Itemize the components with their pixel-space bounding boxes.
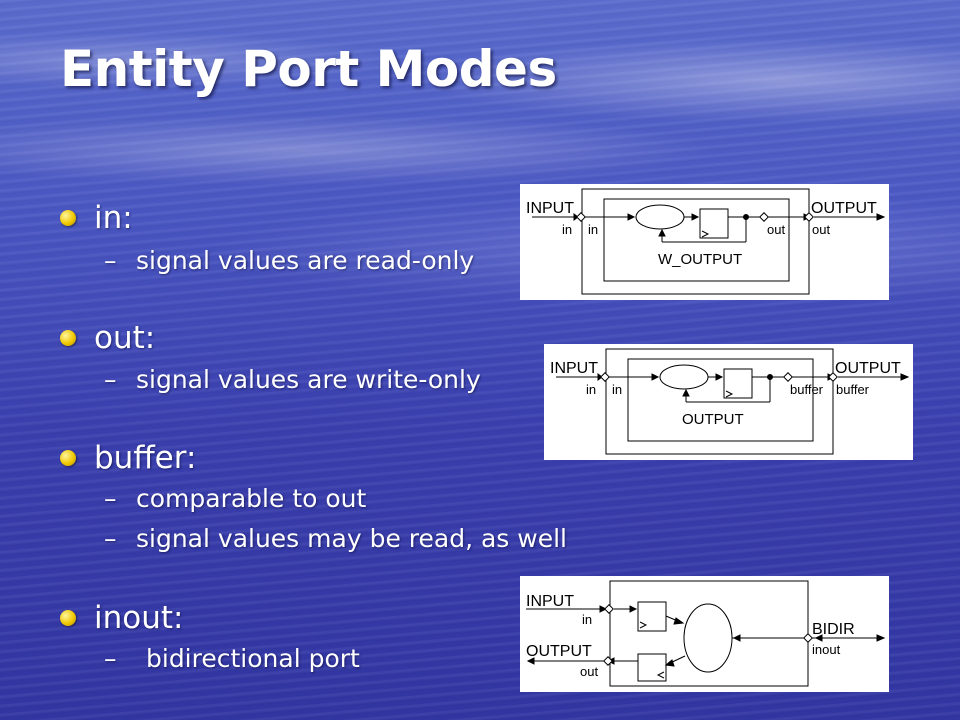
right-port-label: inout bbox=[812, 642, 841, 657]
left-port-label: in bbox=[562, 222, 572, 237]
port-diamond-icon bbox=[604, 604, 614, 614]
bullet-inout: inout: bbox=[60, 600, 183, 636]
dash-glyph: – bbox=[104, 246, 117, 275]
sub-bullet: –signal values may be read, as well bbox=[104, 524, 567, 553]
left-label: INPUT bbox=[526, 200, 574, 217]
bullet-dot-icon bbox=[60, 210, 76, 226]
sub-bullet-text: signal values are read-only bbox=[136, 246, 475, 275]
right-label: OUTPUT bbox=[835, 360, 901, 377]
right-label: BIDIR bbox=[812, 621, 855, 638]
sub-bullet: –signal values are write-only bbox=[104, 365, 481, 394]
inner-right-port-label: buffer bbox=[790, 382, 824, 397]
bullet-label: buffer: bbox=[94, 440, 197, 476]
sub-bullet-text: signal values may be read, as well bbox=[136, 524, 567, 553]
left-port-label: in bbox=[586, 382, 596, 397]
port-diamond-icon bbox=[603, 656, 613, 666]
port-diamond-icon bbox=[600, 372, 610, 382]
sub-bullet-text: signal values are write-only bbox=[136, 365, 481, 394]
diagram-inout-mode: INPUT in OUTPUT out BIDIR inout bbox=[520, 576, 889, 692]
port-diamond-icon bbox=[783, 372, 793, 382]
dash-glyph: – bbox=[104, 365, 117, 394]
port-diamond-icon bbox=[803, 633, 813, 643]
bottom-label: OUTPUT bbox=[526, 643, 592, 660]
diagram-in-svg: INPUT in in OUTPUT out out W_OUTPUT bbox=[526, 188, 886, 295]
dash-glyph: – bbox=[104, 484, 117, 513]
port-diamond-icon bbox=[828, 372, 838, 382]
port-diamond-icon bbox=[804, 212, 814, 222]
bullet-label: in: bbox=[94, 200, 133, 236]
top-port-label: in bbox=[582, 612, 592, 627]
port-diamond-icon bbox=[759, 212, 769, 222]
sub-bullet-text: comparable to out bbox=[136, 484, 367, 513]
slide-title: Entity Port Modes bbox=[60, 40, 557, 98]
bullet-out: out: bbox=[60, 320, 155, 356]
flipflop-box bbox=[699, 208, 729, 239]
logic-ellipse bbox=[635, 204, 685, 230]
bullet-dot-icon bbox=[60, 330, 76, 346]
diagram-out-svg: INPUT in in OUTPUT buffer buffer OUTPUT bbox=[550, 348, 910, 455]
bullet-label: inout: bbox=[94, 600, 184, 636]
diagram-out-mode: INPUT in in OUTPUT buffer buffer OUTPUT bbox=[544, 344, 913, 460]
top-label: INPUT bbox=[526, 593, 574, 610]
bullet-label: out: bbox=[94, 320, 156, 356]
inner-left-port-label: in bbox=[588, 222, 598, 237]
bottom-port-label: out bbox=[580, 664, 598, 679]
dash-glyph: – bbox=[104, 644, 117, 673]
bullet-buffer: buffer: bbox=[60, 440, 196, 476]
flipflop-box bbox=[723, 368, 753, 399]
entity-box bbox=[581, 188, 810, 295]
right-label: OUTPUT bbox=[811, 200, 877, 217]
logic-ellipse bbox=[659, 364, 709, 390]
port-diamond-icon bbox=[576, 212, 586, 222]
diagram-inout-svg: INPUT in OUTPUT out BIDIR inout bbox=[526, 580, 886, 687]
inner-left-port-label: in bbox=[612, 382, 622, 397]
logic-ellipse bbox=[683, 603, 733, 673]
signal-label: OUTPUT bbox=[682, 411, 744, 428]
bullet-in: in: bbox=[60, 200, 133, 236]
right-port-label: out bbox=[812, 222, 830, 237]
bullet-dot-icon bbox=[60, 610, 76, 626]
sub-bullet: –bidirectional port bbox=[104, 644, 360, 673]
bullet-dot-icon bbox=[60, 450, 76, 466]
output-buffer-box bbox=[637, 653, 667, 682]
sub-bullet: –comparable to out bbox=[104, 484, 366, 513]
right-port-label: buffer bbox=[836, 382, 870, 397]
entity-box bbox=[609, 580, 809, 687]
diagram-in-mode: INPUT in in OUTPUT out out W_OUTPUT bbox=[520, 184, 889, 300]
entity-box bbox=[605, 348, 834, 455]
dash-glyph: – bbox=[104, 524, 117, 553]
signal-label: W_OUTPUT bbox=[658, 251, 742, 268]
left-label: INPUT bbox=[550, 360, 598, 377]
sub-bullet: –signal values are read-only bbox=[104, 246, 474, 275]
sub-bullet-text: bidirectional port bbox=[146, 644, 360, 673]
inner-right-port-label: out bbox=[767, 222, 785, 237]
